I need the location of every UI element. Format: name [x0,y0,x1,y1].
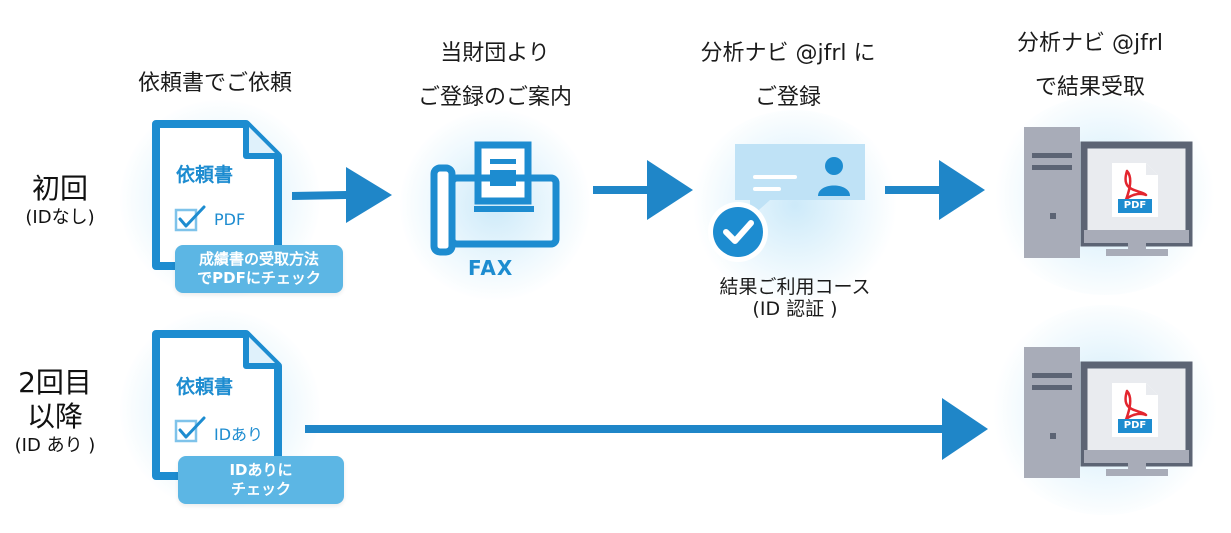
step-register-line1: 分析ナビ @jfrl に [700,41,876,66]
arrow-1-icon [292,167,392,223]
doc-first-instruction-badge: 成績書の受取方法 でPDFにチェック [175,245,343,293]
doc-repeat-badge-line1: IDありに [229,461,293,479]
doc-repeat-badge-line2: チェック [230,480,291,498]
step-register-line2: ご登録 [754,85,821,110]
fax-label: FAX [468,256,514,280]
row-repeat-title-line2: 以降 [26,400,83,433]
step-guidance-line2: ご登録のご案内 [417,85,572,110]
doc-repeat-instruction-badge: IDありに チェック [178,456,344,504]
checkbox-check-icon [174,416,206,443]
row-repeat-title-line1: 2回目 [18,366,92,399]
doc-first-badge-line1: 成績書の受取方法 [198,250,319,268]
computer-first-pdf-label: PDF [1123,200,1147,211]
doc-first-check-label: PDF [214,210,246,229]
arrow-3-icon [885,160,985,220]
step-receive-line1: 分析ナビ @jfrl [1016,31,1163,56]
arrow-2-icon [593,160,693,220]
id-card-caption: 結果ご利用コース (ID 認証 ) [690,276,900,320]
id-card-caption-line1: 結果ご利用コース [719,276,871,298]
step-request-heading: 依頼書でご依頼 [115,62,315,106]
computer-repeat-pdf-label: PDF [1123,420,1147,431]
computer-repeat-icon [1024,347,1193,478]
step-register-heading: 分析ナビ @jfrl に ご登録 [678,32,898,120]
step-guidance-line1: 当財団より [440,41,550,66]
doc-repeat-check-label: IDあり [214,425,264,444]
arrow-long-icon [305,398,988,460]
id-card-caption-line2: (ID 認証 ) [752,298,838,320]
row-repeat-label: 2回目 以降 (ID あり ) [0,366,110,458]
doc-repeat-title: 依頼書 [176,376,234,398]
step-request-line1: 依頼書でご依頼 [137,71,292,96]
row-first-note: (IDなし) [25,207,95,228]
row-first-label: 初回 (IDなし) [0,172,120,230]
fax-machine-icon [430,141,560,256]
doc-first-badge-line2: でPDFにチェック [197,269,321,287]
row-first-title: 初回 [31,172,88,205]
id-card-icon [708,144,865,262]
computer-first-icon [1024,127,1193,258]
step-guidance-heading: 当財団より ご登録のご案内 [395,32,595,120]
checkbox-check-icon [174,205,206,232]
row-repeat-note: (ID あり ) [14,435,96,456]
doc-first-title: 依頼書 [176,164,234,186]
